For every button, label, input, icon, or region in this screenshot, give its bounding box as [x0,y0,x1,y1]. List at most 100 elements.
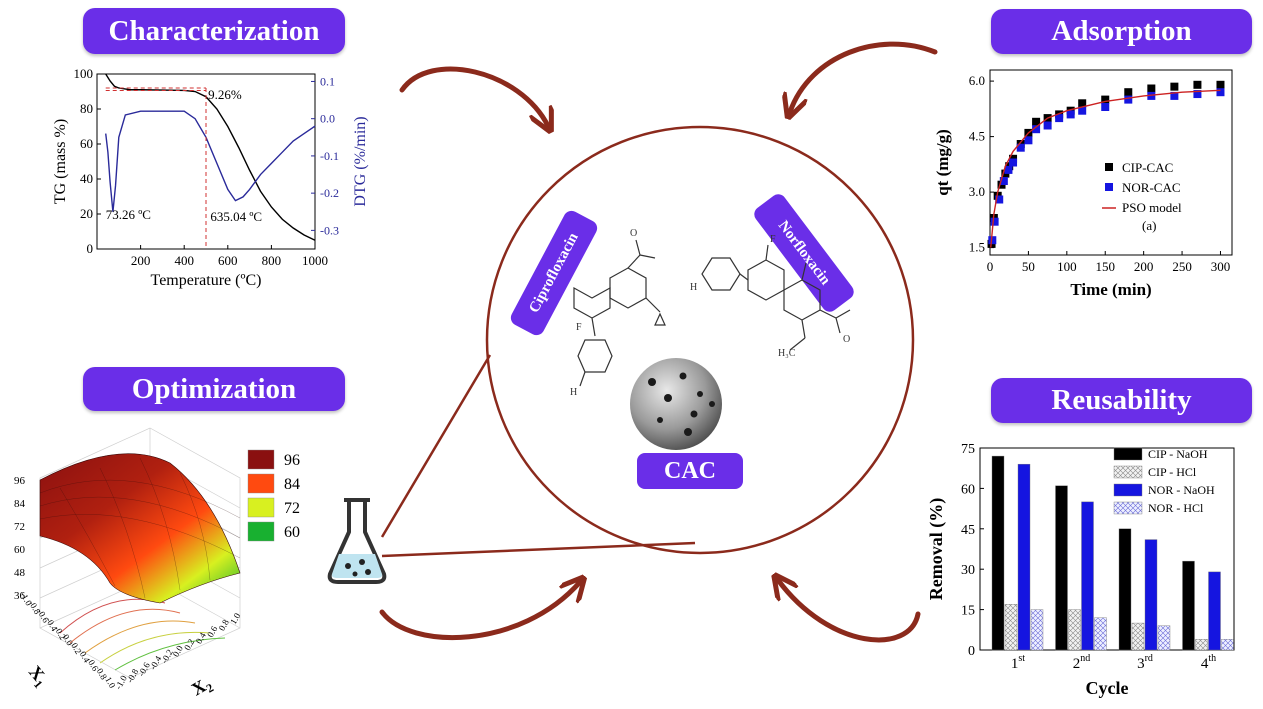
kin-point-nor-cac [1066,110,1075,119]
kin-point-nor-cac [1101,103,1110,111]
svg-text:F: F [576,322,582,333]
reu-bar [1157,625,1171,651]
kin-xtick-label: 100 [1057,259,1077,274]
tga-y2tick-label: -0.1 [320,149,339,163]
svg-text:H: H [690,282,697,293]
kin-point-nor-cac [990,217,999,226]
tga-xlabel: Temperature (ºC) [151,272,262,289]
dtg-line [105,110,316,212]
surf-legend-label: 84 [284,476,300,493]
kin-xtick-label: 200 [1134,259,1154,274]
reu-legend-swatch [1113,465,1143,479]
arrow-reusability [778,580,921,643]
kin-xtick-label: 300 [1211,259,1231,274]
tga-ytick-label: 80 [80,101,93,116]
kin-point-cip-cac [1170,82,1179,91]
surf-legend-swatch [247,473,275,494]
reu-bar [991,455,1005,651]
kin-legend-swatch [1105,163,1113,171]
kin-legend-label: PSO model [1122,200,1182,215]
kin-point-nor-cac [1004,165,1013,174]
tga-y2tick-label: -0.3 [320,223,339,237]
optimization-banner: Optimization [83,367,345,411]
surf-ztick-label: 84 [14,498,26,510]
reu-bar [1030,609,1044,651]
surf-ztick-label: 72 [14,521,25,533]
pso-model-line [990,89,1221,248]
reusability-banner: Reusability [991,378,1252,423]
surf-x2-tick: 0.2 [182,637,196,652]
reu-legend-label: NOR - NaOH [1148,483,1215,497]
reu-bar [1081,501,1094,651]
tga-ylabel: TG (mass %) [52,119,69,204]
svg-text:H: H [570,387,577,398]
reu-legend-label: CIP - NaOH [1148,447,1208,461]
reu-bar [1017,463,1031,651]
kin-point-nor-cac [1009,158,1018,167]
tga-xtick-label: 600 [218,253,238,268]
characterization-banner: Characterization [83,8,345,54]
tga-xtick-label: 800 [262,253,282,268]
center-circle [485,125,915,555]
reu-xlabel: Cycle [1086,678,1129,698]
reu-ytick-label: 15 [961,604,975,619]
arrow-characterization [399,66,548,126]
kin-legend-label: CIP-CAC [1122,160,1173,175]
kin-panel-label: (a) [1142,218,1156,233]
kin-point-cip-cac [1216,80,1225,89]
surf-x1-tick: 0.2 [69,641,83,656]
kin-point-nor-cac [1016,143,1025,152]
adsorption-banner: Adsorption [991,9,1252,54]
tga-ytick-label: 100 [74,66,94,81]
kin-legend-swatch [1105,183,1113,191]
reu-ytick-label: 0 [968,644,975,659]
kin-ytick-label: 3.0 [969,184,985,199]
kin-xtick-label: 250 [1172,259,1192,274]
reu-legend-swatch [1113,447,1143,461]
kin-xtick-label: 50 [1022,259,1035,274]
surf-legend-swatch [247,497,275,518]
kin-point-nor-cac [1024,136,1033,145]
reu-legend-label: NOR - HCl [1148,501,1204,515]
surf-ztick-label: 36 [14,590,26,602]
reu-bar [1144,539,1158,651]
kin-point-nor-cac [1032,125,1041,134]
tga-xtick-label: 200 [131,253,151,268]
tga-xtick-label: 400 [174,253,194,268]
surf-ztick-label: 48 [14,567,26,579]
kin-xtick-label: 0 [987,259,994,274]
kin-point-nor-cac [988,236,997,245]
surf-legend-swatch [247,449,275,470]
tga-ytick-label: 40 [80,171,93,186]
reu-bar [1094,617,1107,651]
arrow-adsorption [790,41,938,112]
surf-x2-label: X2 [188,673,216,702]
kin-point-cip-cac [1124,88,1133,97]
reu-category-label: 2nd [1073,653,1091,672]
kin-point-nor-cac [1193,90,1202,99]
surf-ztick-label: 60 [14,544,26,556]
kin-ytick-label: 1.5 [969,240,985,255]
surf-legend-label: 72 [284,500,300,517]
reu-bar [1182,560,1195,651]
surf-x1-label: X1 [23,662,53,691]
reu-category-label: 3rd [1137,653,1153,672]
norfloxacin-tag: Norfloxacin [751,191,857,315]
tga-y2tick-label: -0.2 [320,186,339,200]
cac-tag: CAC [637,453,743,489]
reu-bar [1208,571,1221,651]
reu-ytick-label: 75 [961,442,975,457]
reu-category-label: 4th [1201,653,1216,672]
tga-y2tick-label: 0.0 [320,112,335,126]
kin-ylabel: qt (mg/g) [933,129,952,196]
reu-legend-label: CIP - HCl [1148,465,1197,479]
reu-ytick-label: 30 [961,563,975,578]
kin-point-nor-cac [995,195,1004,204]
reu-bar [1221,639,1234,651]
tga-y2tick-label: 0.1 [320,74,335,88]
tga-ytick-label: 20 [80,206,93,221]
ciprofloxacin-tag: Ciprofloxacin [508,208,600,338]
kin-point-nor-cac [1043,121,1052,130]
